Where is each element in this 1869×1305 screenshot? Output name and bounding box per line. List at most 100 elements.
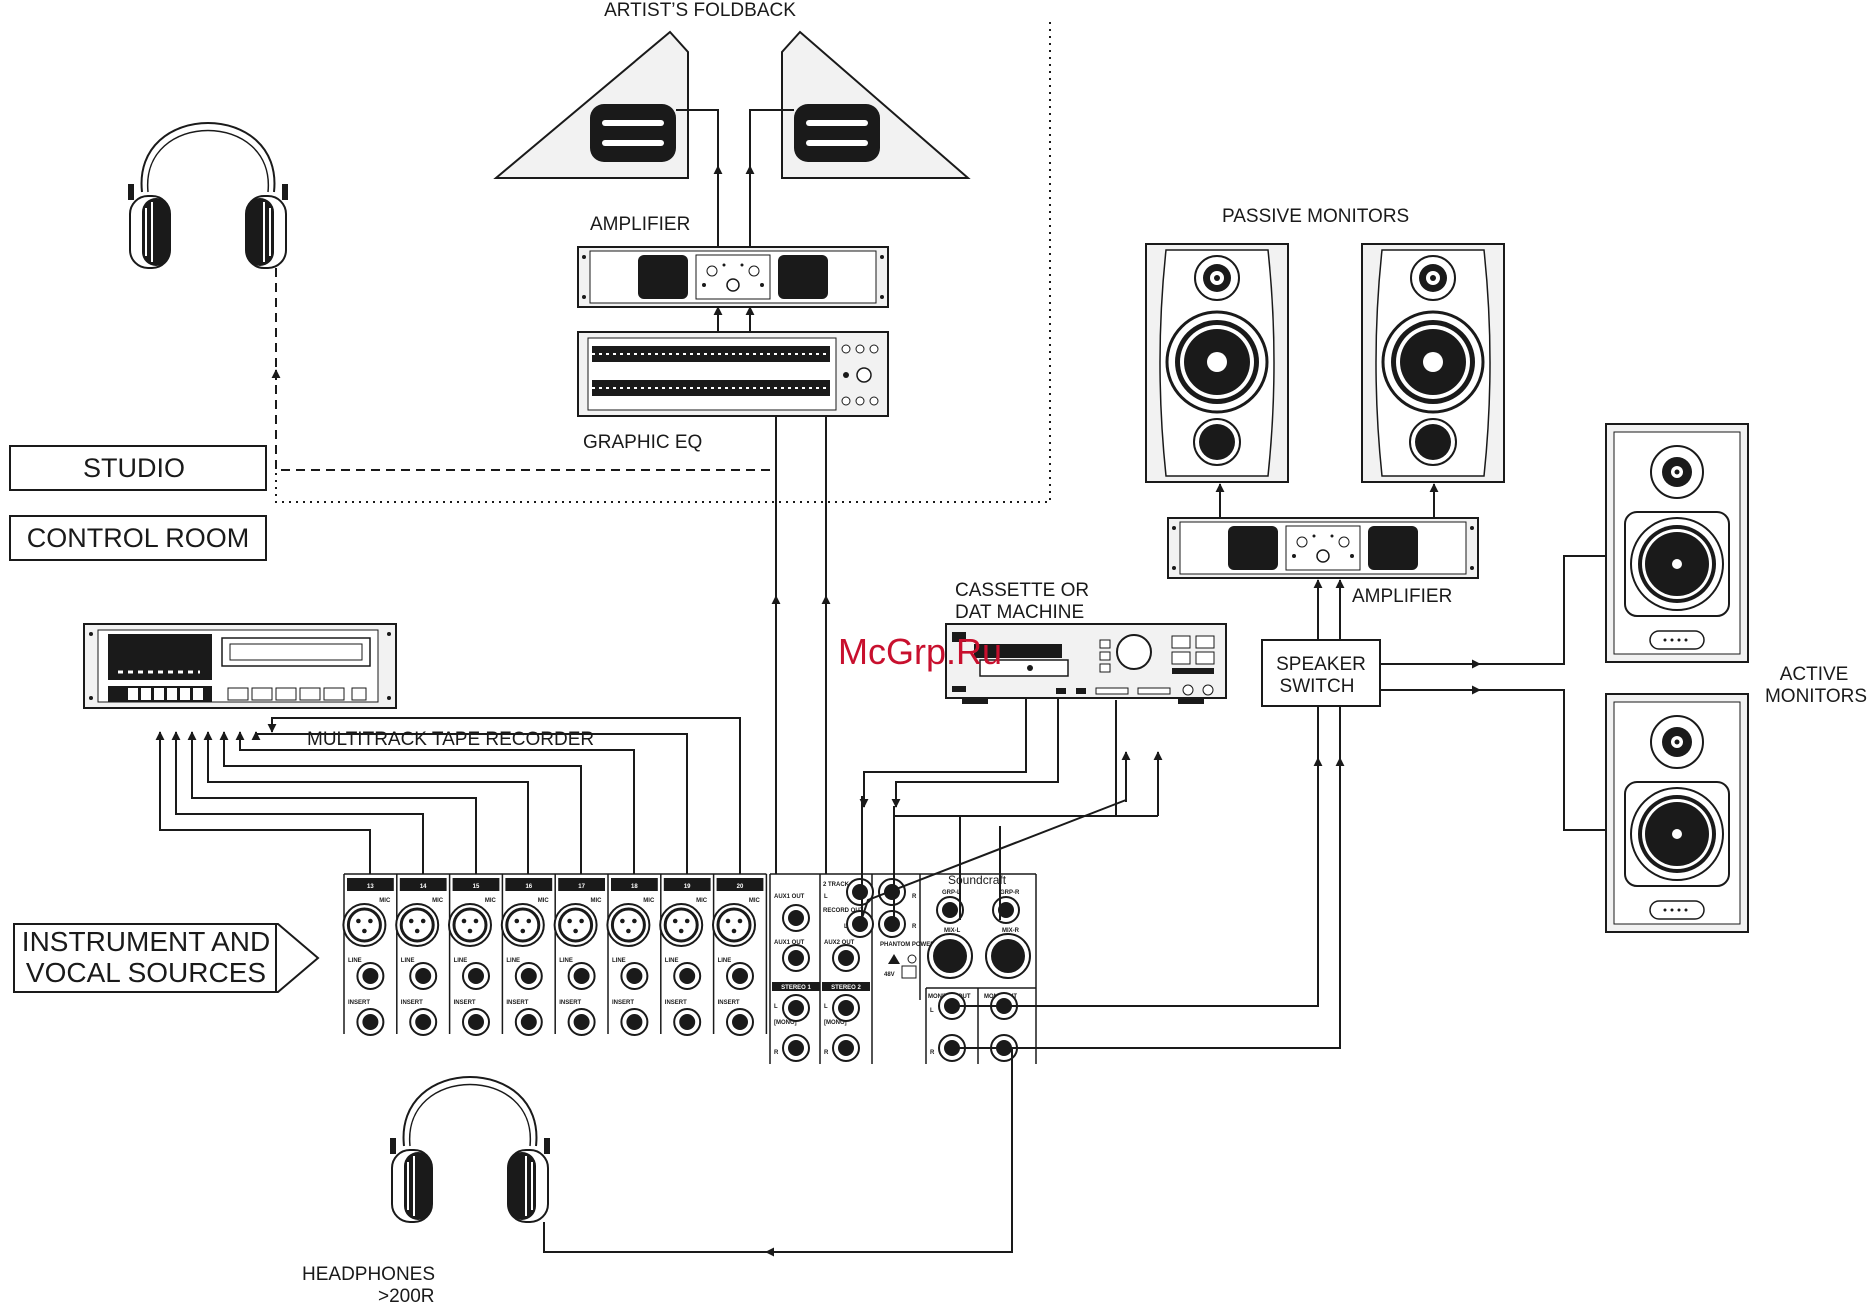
grp-r-jack[interactable] — [992, 896, 1020, 924]
line-label: LINE — [559, 958, 573, 964]
multitrack-cable — [203, 731, 529, 874]
graphic-eq-label: GRAPHIC EQ — [583, 432, 702, 453]
stereo1-r: R — [774, 1050, 779, 1056]
insert-jack[interactable] — [514, 1008, 543, 1036]
headphone-out-cable — [765, 1048, 1013, 1257]
insert-jack[interactable] — [409, 1008, 438, 1036]
amplifier-top — [577, 246, 889, 308]
mixer-headphones — [389, 1076, 551, 1223]
multitrack-tape-recorder — [83, 623, 397, 709]
cassette-dat-machine — [945, 623, 1227, 704]
headphones-label-line1: HEADPHONES — [302, 1264, 435, 1285]
studio-boundary — [275, 22, 1051, 503]
insert-jack[interactable] — [620, 1008, 649, 1036]
studio-zone: STUDIO — [9, 445, 267, 491]
line-input-jack[interactable] — [673, 962, 702, 990]
channel-number: 19 — [684, 884, 691, 890]
graphic-eq — [577, 331, 889, 417]
stereo2-l-jack[interactable] — [832, 994, 860, 1022]
grp-l-label: GRP-L — [942, 890, 961, 896]
mic-xlr-input[interactable] — [500, 902, 546, 948]
line-input-jack[interactable] — [356, 962, 385, 990]
insert-jack[interactable] — [356, 1008, 385, 1036]
channel-number: 15 — [473, 884, 480, 890]
line-input-jack[interactable] — [409, 962, 438, 990]
stereo1-l-jack[interactable] — [782, 994, 810, 1022]
grp-r-label: GRP-R — [1000, 890, 1020, 896]
insert-jack[interactable] — [567, 1008, 596, 1036]
channel-number: 16 — [525, 884, 532, 890]
mic-xlr-input[interactable] — [711, 902, 757, 948]
two-track-in-l-jack[interactable] — [846, 878, 874, 906]
cassette-label-line2: DAT MACHINE — [955, 602, 1084, 623]
switch-to-active-bottom — [1478, 689, 1606, 831]
watermark: McGrp.Ru — [838, 631, 1002, 672]
amplifier-top-label: AMPLIFIER — [590, 214, 690, 235]
speaker-switch-label-line2: SWITCH — [1280, 676, 1355, 697]
channel-number-tab — [399, 878, 447, 891]
multitrack-label: MULTITRACK TAPE RECORDER — [307, 729, 594, 750]
mic-xlr-input[interactable] — [605, 902, 651, 948]
stereo1-r-jack[interactable] — [782, 1034, 810, 1062]
studio-headphone-feed — [275, 372, 770, 471]
two-track-in-label: 2 TRACK IN — [823, 882, 857, 888]
mixer-master-section: Soundcraft GRP-L GRP-R MIX-L MIX-R MONIT… — [920, 873, 1037, 1064]
mic-xlr-input[interactable] — [447, 902, 493, 948]
switch-to-active-top — [1478, 555, 1606, 665]
monitor-out-r: R — [930, 1050, 935, 1056]
line-input-jack[interactable] — [514, 962, 543, 990]
passive-monitor-right — [1360, 242, 1506, 484]
foldback-wedge-right — [781, 30, 971, 179]
multitrack-cable — [155, 731, 371, 874]
insert-jack[interactable] — [673, 1008, 702, 1036]
multitrack-cable — [187, 731, 477, 874]
record-out-r-jack[interactable] — [878, 910, 906, 938]
mix-r-xlr[interactable] — [991, 939, 1025, 973]
artists-foldback-label: ARTIST’S FOLDBACK — [604, 0, 796, 21]
aux1-out-label-2: AUX1 OUT — [774, 940, 805, 946]
control-room-label: CONTROL ROOM — [27, 523, 250, 553]
studio-headphones — [127, 122, 289, 269]
aux1-out-jack-2[interactable] — [782, 944, 810, 972]
passive-monitor-left — [1144, 242, 1290, 484]
aux2-out-jack[interactable] — [832, 944, 860, 972]
mic-label: MIC — [643, 898, 655, 904]
mic-xlr-input[interactable] — [553, 902, 599, 948]
channel-number-tab — [347, 878, 394, 891]
record-out-l: L — [844, 924, 848, 930]
passive-monitors-label: PASSIVE MONITORS — [1222, 206, 1409, 227]
active-monitors-label-line1: ACTIVE — [1780, 664, 1849, 685]
line-input-jack[interactable] — [726, 962, 754, 990]
mic-xlr-input[interactable] — [341, 902, 387, 948]
stereo2-mono: [MONO] — [824, 1020, 847, 1026]
line-input-jack[interactable] — [567, 962, 596, 990]
mixer-aux-section: 2 TRACK IN L R RECORD OUT L R AUX1 OUT A… — [769, 873, 935, 1064]
mix-r-label: MIX-R — [1002, 928, 1020, 934]
stereo2-r-jack[interactable] — [832, 1034, 860, 1062]
line-label: LINE — [401, 958, 415, 964]
line-input-jack[interactable] — [462, 962, 490, 990]
mic-xlr-input[interactable] — [658, 902, 704, 948]
foldback-wedge-left — [493, 30, 689, 179]
stereo2-label: STEREO 2 — [831, 985, 861, 991]
aux1-out-jack[interactable] — [782, 904, 810, 932]
phantom-48v-label: 48V — [884, 972, 895, 978]
phantom-power-label: PHANTOM POWER — [880, 942, 935, 948]
insert-label: INSERT — [665, 1000, 687, 1006]
insert-jack[interactable] — [726, 1008, 754, 1036]
sources-label-line1: INSTRUMENT AND — [22, 926, 270, 957]
two-track-in-r-jack[interactable] — [878, 878, 906, 906]
mic-xlr-input[interactable] — [394, 902, 440, 948]
cable-routing — [155, 109, 1606, 1257]
mix-l-xlr[interactable] — [933, 939, 967, 973]
grp-l-cable — [959, 700, 1117, 920]
line-input-jack[interactable] — [620, 962, 649, 990]
active-monitors-label-line2: MONITORS — [1765, 686, 1867, 707]
line-label: LINE — [348, 958, 362, 964]
speaker-switch-label-line1: SPEAKER — [1276, 654, 1366, 675]
two-track-in-r: R — [912, 894, 917, 900]
multitrack-cable — [251, 731, 688, 874]
mixer: 13MICLINEINSERT14MICLINEINSERT15MICLINEI… — [341, 873, 1037, 1064]
insert-jack[interactable] — [462, 1008, 490, 1036]
